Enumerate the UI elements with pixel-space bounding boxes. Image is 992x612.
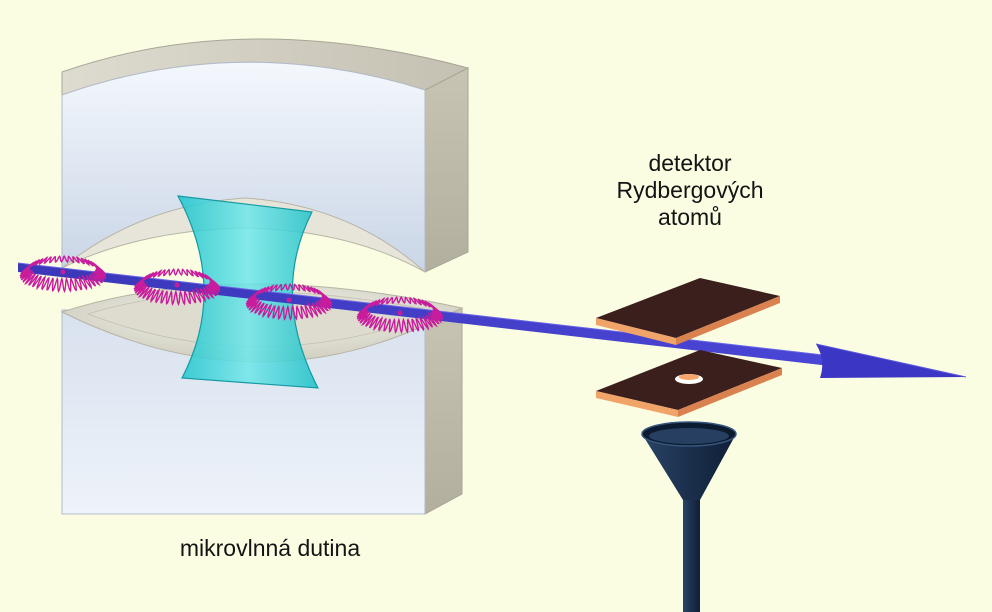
rydberg-atom-orbit — [356, 296, 444, 335]
rydberg-atom-orbit — [19, 255, 107, 294]
rydberg-atom-orbit — [133, 268, 221, 307]
upper-mirror — [61, 38, 470, 273]
detector-label-line-1: detektor — [648, 150, 732, 176]
rydberg-atom-nucleus — [286, 297, 292, 303]
detector-label-line-2: Rydbergových — [616, 177, 764, 203]
rydberg-atom-orbit — [245, 283, 333, 322]
rydberg-atom-nucleus — [397, 310, 403, 316]
cavity-label: mikrovlnná dutina — [179, 535, 361, 561]
detector-label-line-3: atomů — [658, 204, 722, 230]
lower-mirror — [60, 283, 464, 515]
rydberg-atoms — [19, 255, 444, 335]
detector-upper-plate — [596, 278, 780, 345]
detector-label: detektor Rydbergových atomů — [600, 150, 780, 231]
atomic-beam — [17, 262, 833, 366]
detector-lower-plate — [596, 350, 782, 417]
detector-funnel — [641, 421, 737, 612]
rydberg-atom-nucleus — [60, 269, 66, 275]
beam-arrowhead — [815, 343, 967, 378]
rydberg-atom-nucleus — [174, 282, 180, 288]
